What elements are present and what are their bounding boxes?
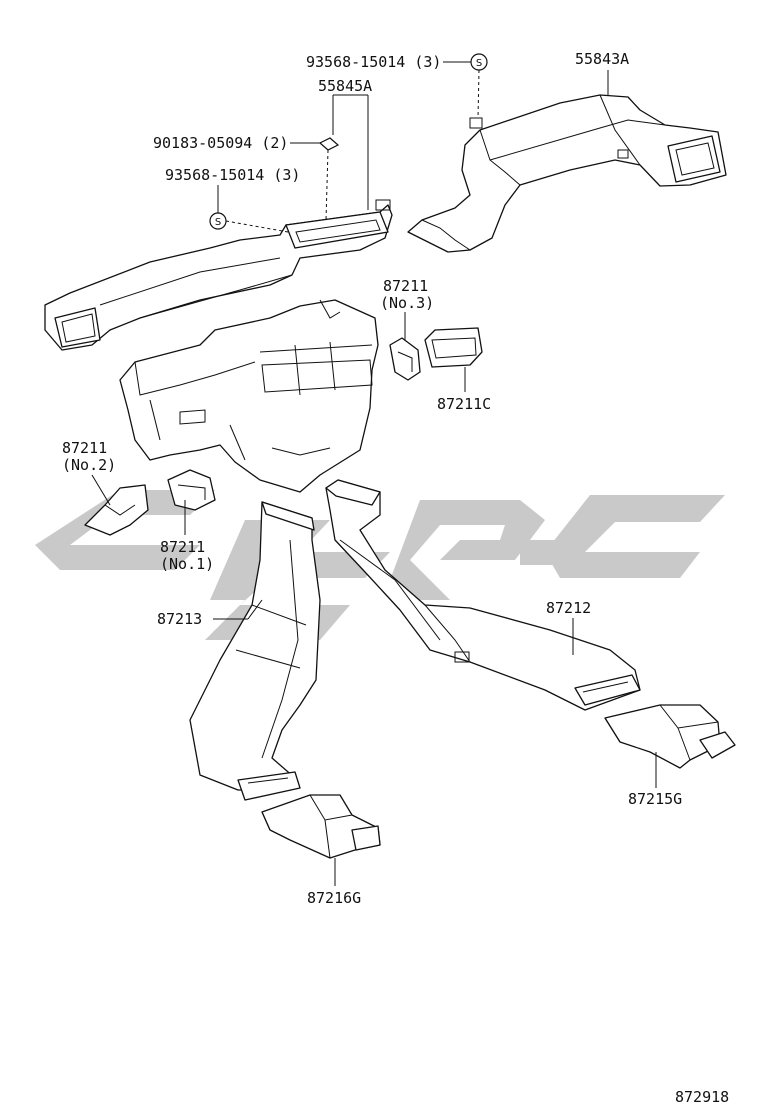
label-clip: 90183-05094 (2): [153, 134, 288, 152]
heater-unit: [119, 299, 379, 493]
label-87211-no1: 87211: [160, 538, 205, 556]
label-87211-no2-sub: (No.2): [62, 456, 116, 474]
label-screw-left: 93568-15014 (3): [165, 166, 300, 184]
label-87211c: 87211C: [437, 395, 491, 413]
part-87211-no1: [167, 469, 216, 511]
watermark-logo-icon: [35, 490, 725, 640]
label-87216g: 87216G: [307, 889, 361, 907]
svg-text:S: S: [476, 58, 482, 69]
label-87211-no2: 87211: [62, 439, 107, 457]
screw-symbol-icon-top: S: [470, 53, 488, 71]
figure-number: 872918: [675, 1088, 729, 1106]
label-87211-no1-sub: (No.1): [160, 555, 214, 573]
duct-87212: [325, 479, 641, 711]
part-labels: 93568-15014 (3) 55843A 55845A 90183-0509…: [62, 50, 729, 1106]
clip-icon: [318, 137, 340, 151]
label-screw-top: 93568-15014 (3): [306, 53, 441, 71]
outlet-87215g: [604, 704, 736, 769]
label-87211-no3: 87211: [383, 277, 428, 295]
label-87211-no3-sub: (No.3): [380, 294, 434, 312]
duct-55843a: [407, 94, 727, 253]
leader-lines: [91, 61, 657, 886]
label-87212: 87212: [546, 599, 591, 617]
outlet-87216g: [261, 794, 381, 859]
label-55845a: 55845A: [318, 77, 372, 95]
label-87215g: 87215G: [628, 790, 682, 808]
screw-symbol-icon-left: S: [209, 212, 227, 230]
part-87211c: [424, 327, 483, 368]
duct-55845a: [44, 199, 393, 351]
label-55843a: 55843A: [575, 50, 629, 68]
label-87213: 87213: [157, 610, 202, 628]
part-87211-no2: [84, 484, 149, 536]
part-87211-no3: [389, 337, 421, 381]
svg-text:S: S: [215, 217, 221, 228]
duct-87213: [189, 501, 321, 801]
